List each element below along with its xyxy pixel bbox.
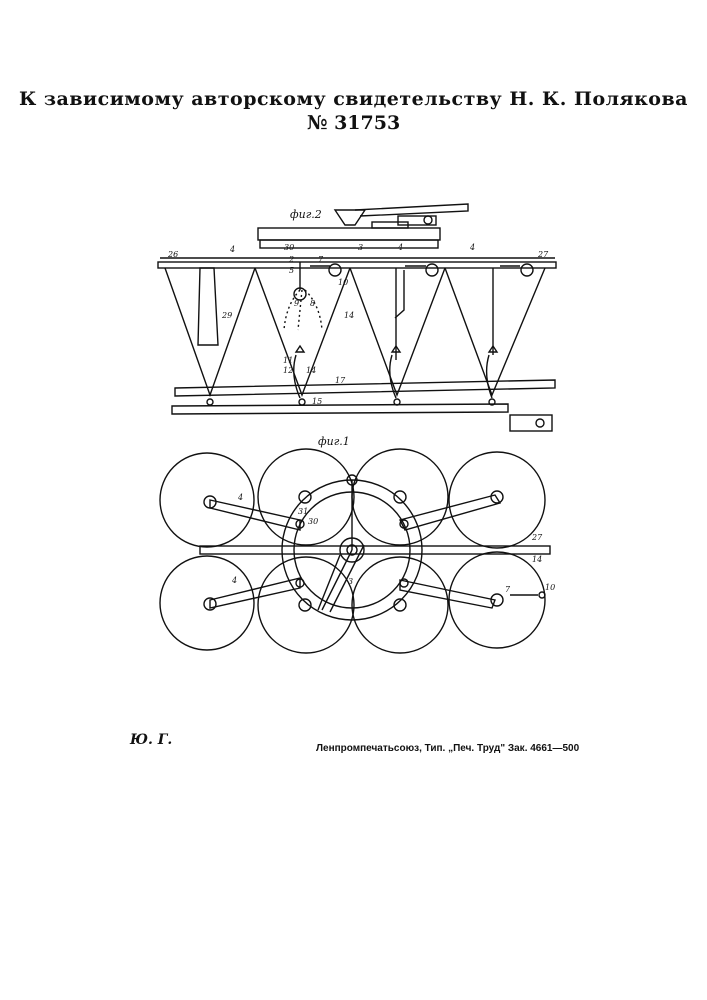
fig2-label: 3 [358,243,363,252]
fig1-label: 4 [237,493,243,502]
fig2-label: 26 [167,250,178,259]
fig1-label: 10 [545,583,555,592]
fig1-label: 27 [531,533,543,542]
fig2-label: 30 [284,243,294,252]
fig2-label: 27 [537,250,549,259]
fig2-label: 10 [338,278,348,287]
figure-1-top-view [160,449,550,653]
footer-initials: Ю. Г. [130,732,172,748]
fig2-caption: фиг.2 [290,208,322,221]
fig2-label: 12 [283,366,293,375]
fig2-label: 11 [283,356,293,365]
figure-2-side-view [158,204,556,431]
fig2-label: 4 [397,243,403,252]
fig2-label: 15 [312,397,322,406]
footer-printer-info: Ленпромпечатьсоюз, Тип. „Печ. Труд" Зак.… [316,743,579,754]
fig2-label: 17 [335,376,346,385]
fig2-label: 29 [221,311,232,320]
fig1-label: 4 [231,576,237,585]
fig2-label: 4 [229,245,235,254]
fig2-label: 9 [294,299,299,308]
fig2-label: 14 [306,366,316,375]
fig2-label: 2 [288,255,294,264]
fig1-label: 30 [308,517,318,526]
fig2-label: 8 [310,299,315,308]
fig2-label: 5 [289,266,294,275]
fig1-label: 7 [505,585,511,594]
fig2-label: 4 [469,243,475,252]
fig1-caption: фиг.1 [318,435,350,448]
fig1-label: 14 [532,555,542,564]
fig1-label: 31 [298,507,308,516]
fig2-label: 14 [344,311,354,320]
fig1-label: 3 [348,577,353,586]
